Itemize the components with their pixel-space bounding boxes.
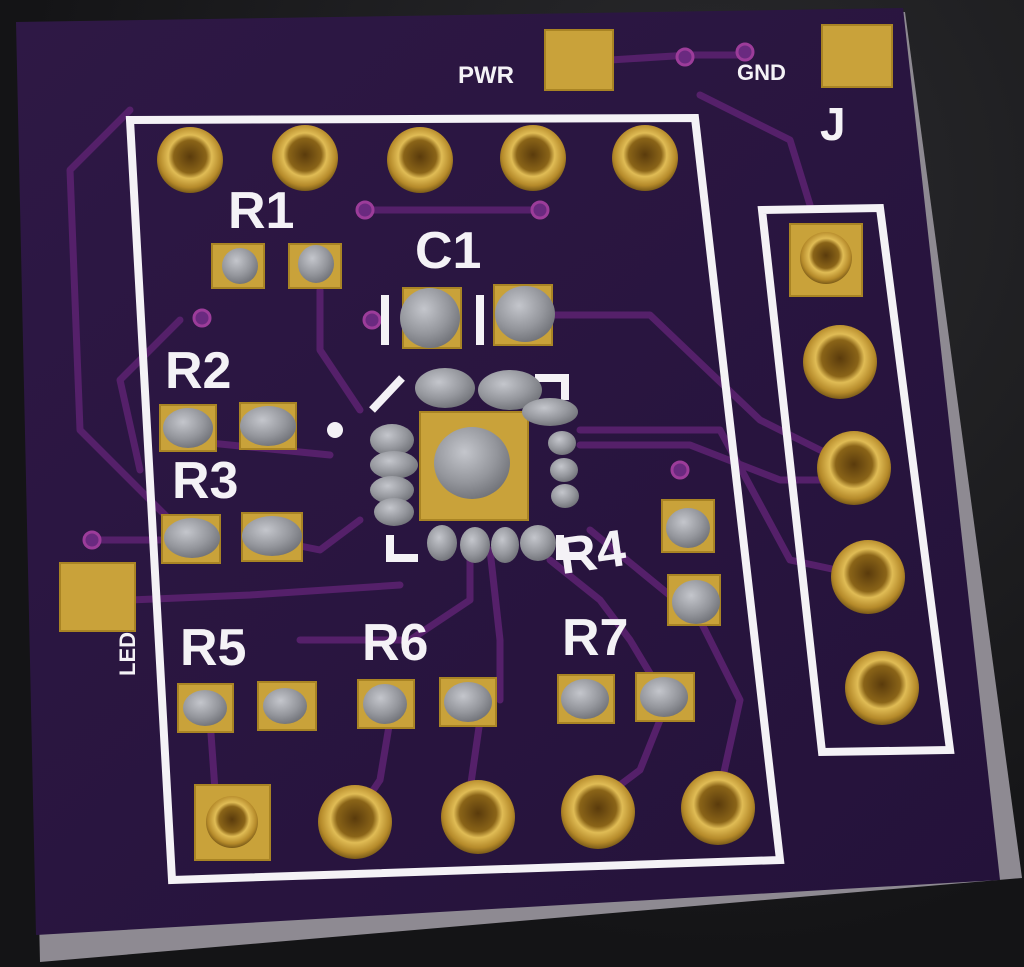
pwr-label: PWR bbox=[458, 62, 514, 89]
pin1-marker-dot bbox=[327, 422, 343, 438]
vias bbox=[82, 42, 755, 550]
r6-label: R6 bbox=[362, 614, 428, 672]
r4-label: R4 bbox=[555, 519, 629, 586]
c1-label: C1 bbox=[415, 222, 481, 280]
r1-label: R1 bbox=[228, 182, 294, 240]
r2-label: R2 bbox=[165, 342, 231, 400]
led-pad bbox=[59, 562, 136, 632]
pwr-pad bbox=[544, 29, 614, 91]
r7-label: R7 bbox=[562, 609, 628, 667]
bottom-header-holes bbox=[206, 771, 755, 859]
right-header-holes bbox=[800, 232, 919, 725]
gnd-label: GND bbox=[737, 60, 786, 85]
led-label: LED bbox=[115, 632, 140, 676]
r5-label: R5 bbox=[180, 619, 246, 677]
silkscreen-outlines bbox=[125, 113, 955, 885]
solder-paste bbox=[163, 245, 720, 726]
top-header-holes bbox=[157, 125, 678, 193]
j-label: J bbox=[820, 98, 846, 150]
r3-label: R3 bbox=[172, 452, 238, 510]
gnd-pad bbox=[821, 24, 893, 88]
